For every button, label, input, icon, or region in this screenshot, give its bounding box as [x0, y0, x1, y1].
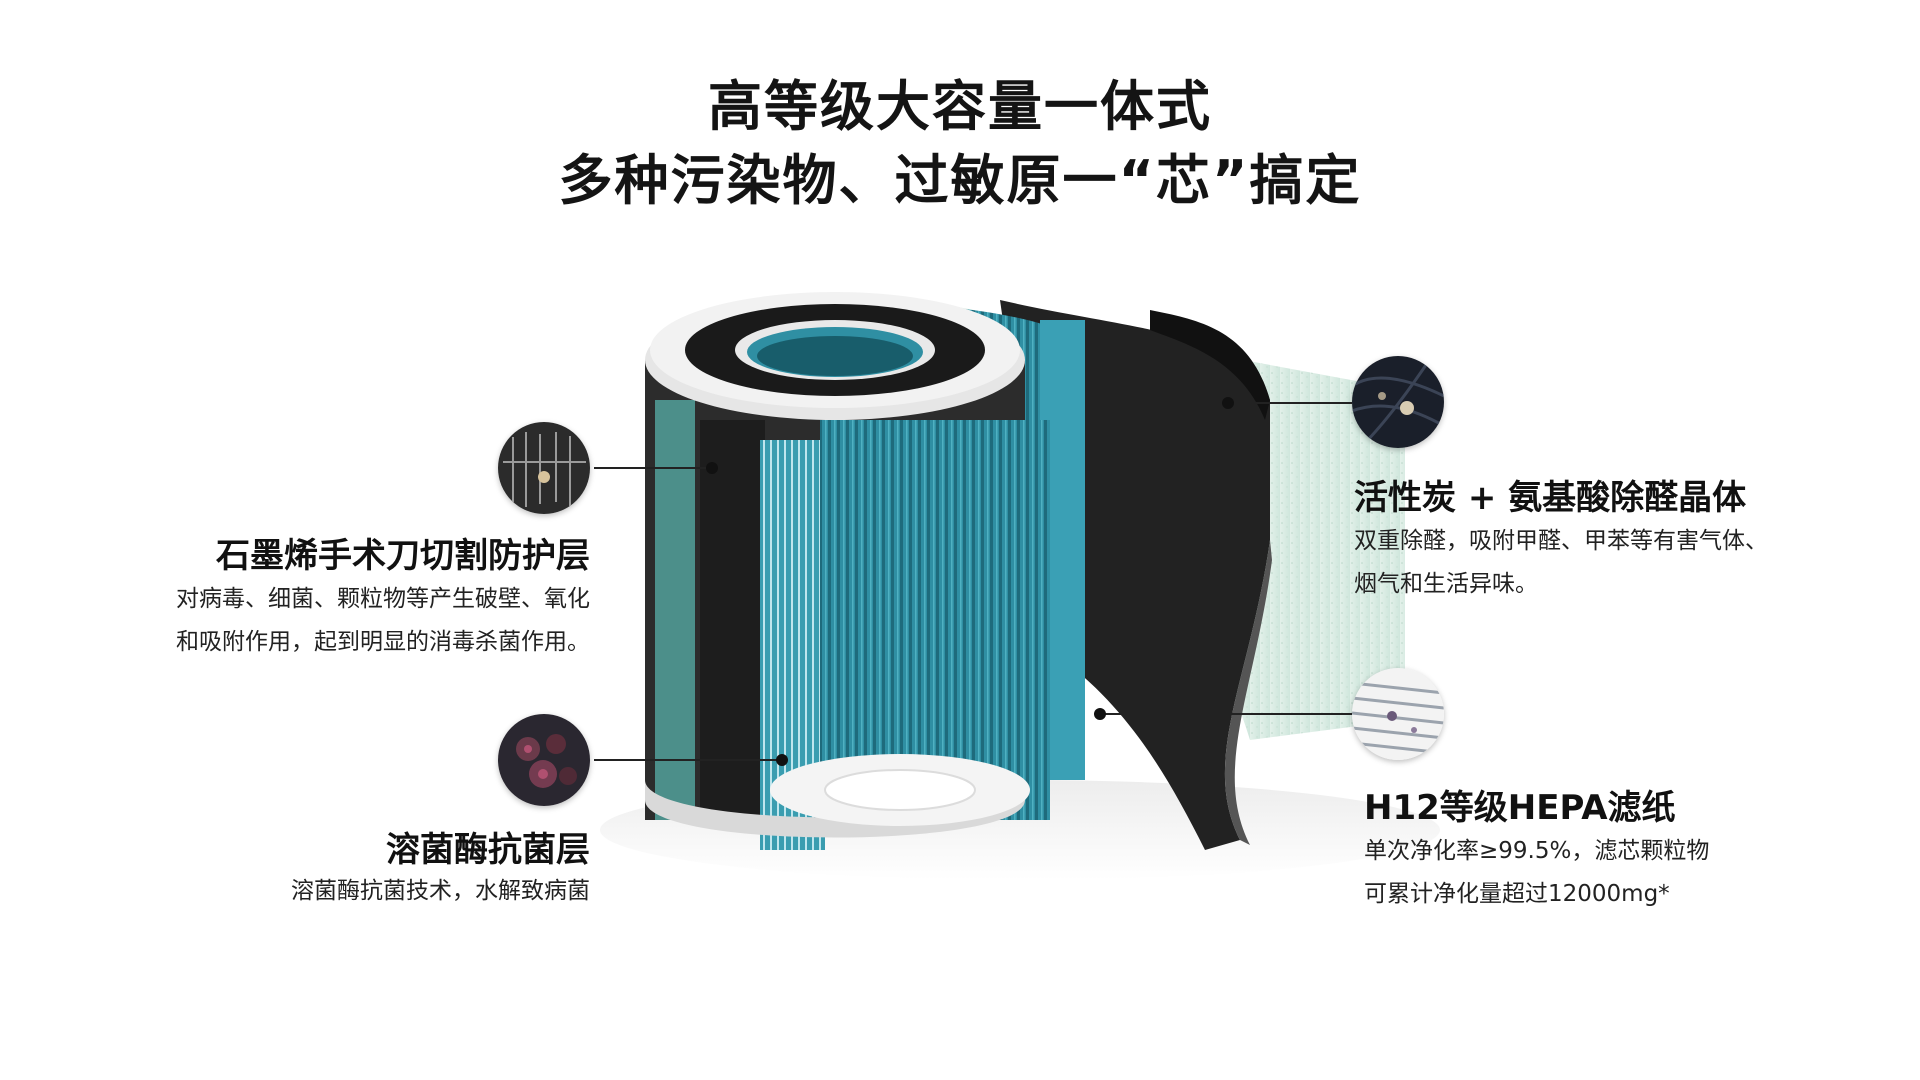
- carbon-layer-desc-line2: 烟气和生活异味。: [1354, 571, 1538, 597]
- hepa-layer-heading: H12等级HEPA滤纸: [1364, 788, 1676, 828]
- graphene-layer-heading: 石墨烯手术刀切割防护层: [216, 536, 590, 576]
- lysozyme-layer-desc: 溶菌酶抗菌技术，水解致病菌: [291, 878, 590, 904]
- carbon-fiber-icon: [1352, 356, 1444, 448]
- carbon-marker-dot: [1222, 397, 1234, 409]
- graphene-layer-desc-line2: 和吸附作用，起到明显的消毒杀菌作用。: [176, 629, 590, 655]
- lysozyme-layer-heading: 溶菌酶抗菌层: [386, 830, 590, 870]
- graphene-microscope-icon: [498, 422, 590, 514]
- hepa-layer-desc-line1: 单次净化率≥99.5%，滤芯颗粒物: [1364, 838, 1710, 864]
- carbon-layer-desc-line1: 双重除醛，吸附甲醛、甲苯等有害气体、: [1354, 528, 1768, 554]
- page-subtitle: 多种污染物、过敏原一“芯”搞定: [558, 149, 1362, 212]
- hepa-layer-desc-line2: 可累计净化量超过12000mg*: [1364, 881, 1670, 907]
- lysozyme-bacteria-icon: [498, 714, 590, 806]
- carbon-layer-heading: 活性炭 + 氨基酸除醛晶体: [1354, 478, 1747, 518]
- graphene-marker-dot: [706, 462, 718, 474]
- hepa-leader-line: [1100, 713, 1352, 715]
- graphene-leader-line: [594, 467, 712, 469]
- hepa-pleat-icon: [1352, 668, 1444, 760]
- graphene-layer-desc-line1: 对病毒、细菌、颗粒物等产生破壁、氧化: [176, 586, 590, 612]
- hepa-marker-dot: [1094, 708, 1106, 720]
- lysozyme-leader-line: [594, 759, 780, 761]
- page-title: 高等级大容量一体式: [708, 75, 1212, 138]
- carbon-leader-line: [1228, 402, 1352, 404]
- lysozyme-marker-dot: [776, 754, 788, 766]
